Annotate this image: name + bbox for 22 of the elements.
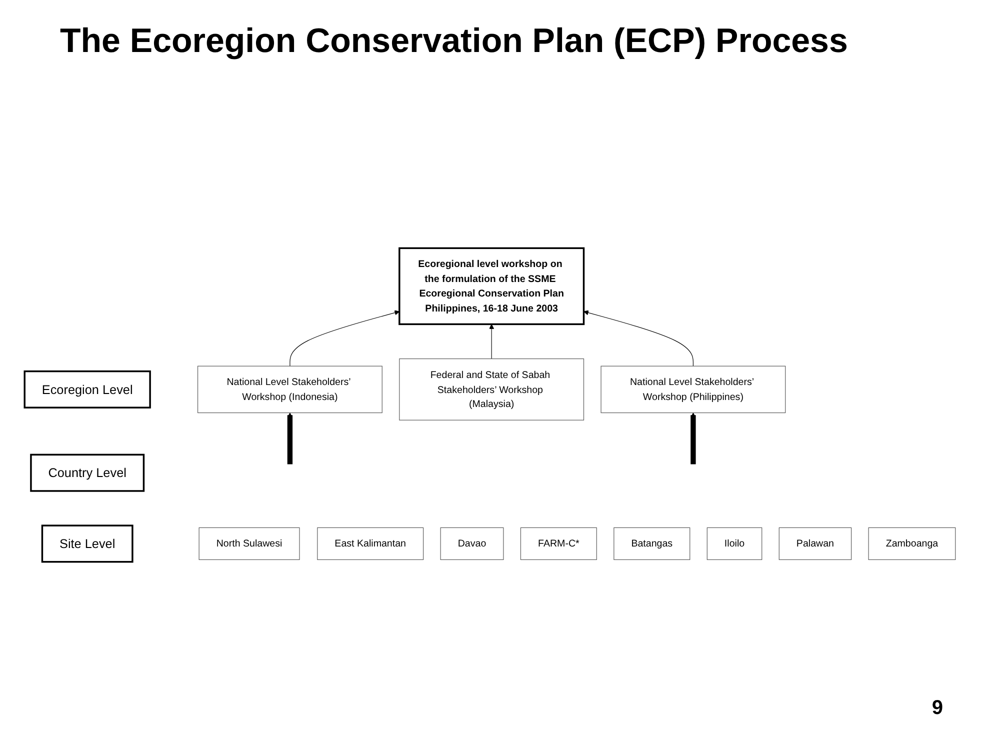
node-box: National Level Stakeholders’ Workshop (Indonesia) [198, 366, 382, 414]
node-box: Zamboanga [868, 527, 956, 560]
arrow [690, 412, 696, 464]
node-box: National Level Stakeholders’ Workshop (Philippines) [600, 366, 786, 414]
arrow [290, 310, 400, 366]
slide-title: The Ecoregion Conservation Plan (ECP) Process [60, 21, 849, 62]
arrow [287, 412, 293, 464]
node-box: North Sulawesi [198, 527, 300, 560]
node-box: East Kalimantan [317, 527, 424, 560]
arrow [489, 324, 494, 360]
node-box: Davao [440, 527, 504, 560]
node-box: Country Level [30, 454, 145, 492]
node-box: Iloilo [706, 527, 762, 560]
node-box: Palawan [778, 527, 852, 560]
node-box: Federal and State of Sabah Stakeholders’ Workshop (Malaysia) [399, 358, 584, 420]
arrow [584, 310, 694, 366]
node-box: Ecoregion Level [24, 370, 151, 408]
node-box: Batangas [614, 527, 690, 560]
node-box: Site Level [41, 524, 134, 563]
page-number: 9 [932, 697, 943, 720]
node-box: FARM-C* [520, 527, 597, 560]
node-box: Ecoregional level workshop on the formulation of the SSME Ecoregional Conservation Plan Philippines, 16-18 June 2003 [398, 247, 585, 326]
